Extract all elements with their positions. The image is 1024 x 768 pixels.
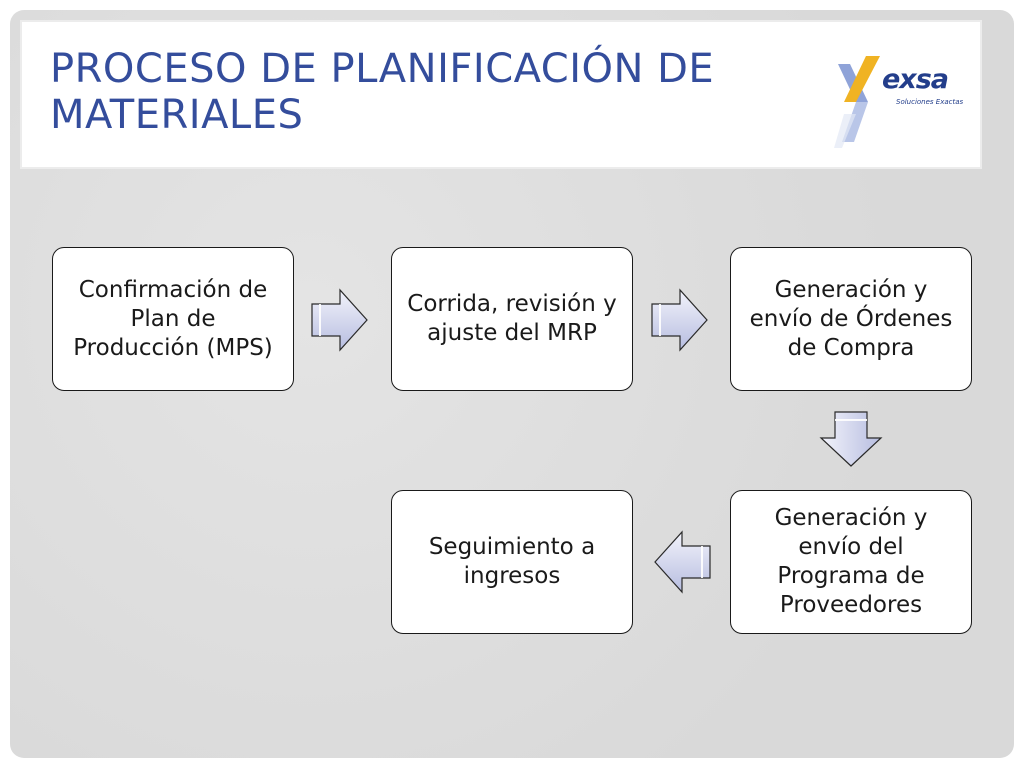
arrow-right-icon [311,288,368,352]
arrow-left-icon [654,530,711,594]
step-confirm-mps: Confirmación de Plan de Producción (MPS) [52,247,294,391]
step-receipt-tracking: Seguimiento a ingresos [391,490,633,634]
step-label: Generación y envío del Programa de Prove… [774,505,928,618]
step-label: Seguimiento a ingresos [428,534,596,589]
step-label: Generación y envío de Órdenes de Compra [749,276,953,361]
step-mrp-run: Corrida, revisión y ajuste del MRP [391,247,633,391]
logo-wordmark: exsa [882,64,949,95]
arrow-down-icon [819,411,883,467]
company-logo: exsa Soluciones Exactas [834,52,964,152]
step-label: Confirmación de Plan de Producción (MPS) [73,276,273,361]
step-purchase-orders: Generación y envío de Órdenes de Compra [730,247,972,391]
step-label: Corrida, revisión y ajuste del MRP [407,291,617,346]
title-bar: PROCESO DE PLANIFICACIÓN DE MATERIALES e… [22,22,980,167]
arrow-right-icon [651,288,708,352]
logo-tagline: Soluciones Exactas [896,98,964,106]
slide-title: PROCESO DE PLANIFICACIÓN DE MATERIALES [50,46,715,138]
step-supplier-schedule: Generación y envío del Programa de Prove… [730,490,972,634]
logo-x-icon [834,56,880,148]
